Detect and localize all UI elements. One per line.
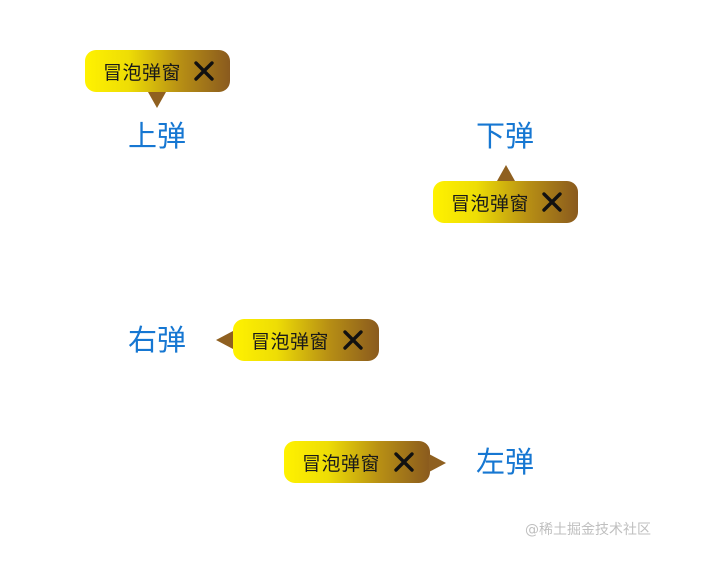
popover-label: 冒泡弹窗 [302, 452, 381, 475]
popover-arrow-up [497, 165, 515, 181]
popover-label: 冒泡弹窗 [251, 330, 330, 353]
popover-label: 冒泡弹窗 [103, 61, 182, 84]
trigger-left[interactable]: 左弹 [476, 445, 535, 479]
popover-bottom: 冒泡弹窗 [433, 181, 578, 223]
close-icon[interactable] [392, 450, 416, 474]
trigger-right[interactable]: 右弹 [128, 323, 187, 357]
close-icon[interactable] [540, 190, 564, 214]
popover-arrow-left [216, 331, 233, 349]
trigger-top[interactable]: 上弹 [128, 119, 187, 153]
popover-right: 冒泡弹窗 [233, 319, 379, 361]
popover-label: 冒泡弹窗 [451, 192, 530, 215]
trigger-bottom[interactable]: 下弹 [476, 119, 535, 153]
close-icon[interactable] [341, 328, 365, 352]
watermark: @稀土掘金技术社区 [525, 522, 651, 538]
close-icon[interactable] [192, 59, 216, 83]
popover-left: 冒泡弹窗 [284, 441, 430, 483]
popover-arrow-right [429, 454, 446, 472]
popover-arrow-down [148, 92, 166, 108]
popover-top: 冒泡弹窗 [85, 50, 230, 92]
